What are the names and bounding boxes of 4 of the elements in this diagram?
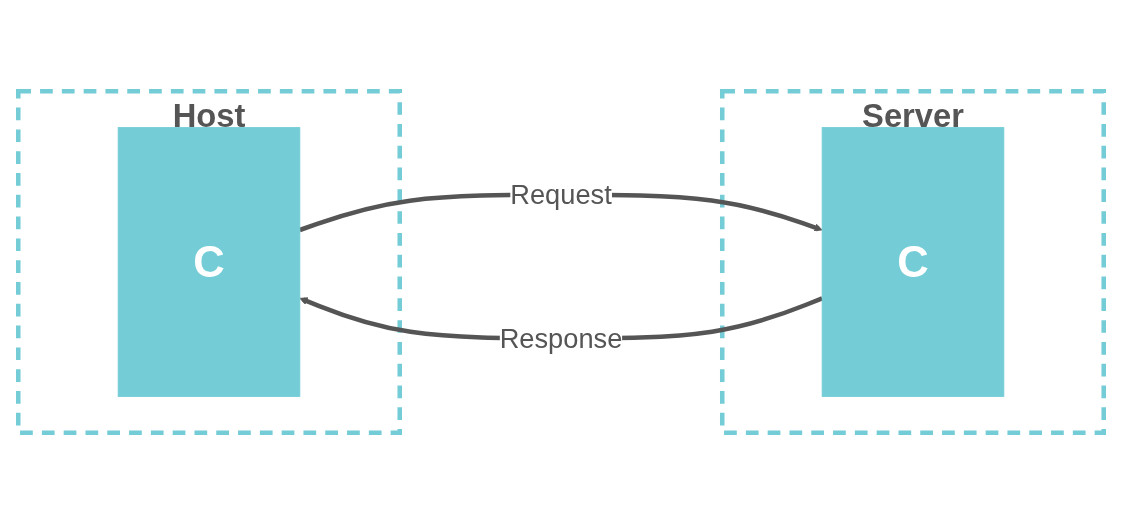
node-box: C xyxy=(821,126,1004,397)
edge-label: Request xyxy=(509,179,612,210)
edge-label: Response xyxy=(499,322,622,353)
node-box: C xyxy=(117,126,300,397)
